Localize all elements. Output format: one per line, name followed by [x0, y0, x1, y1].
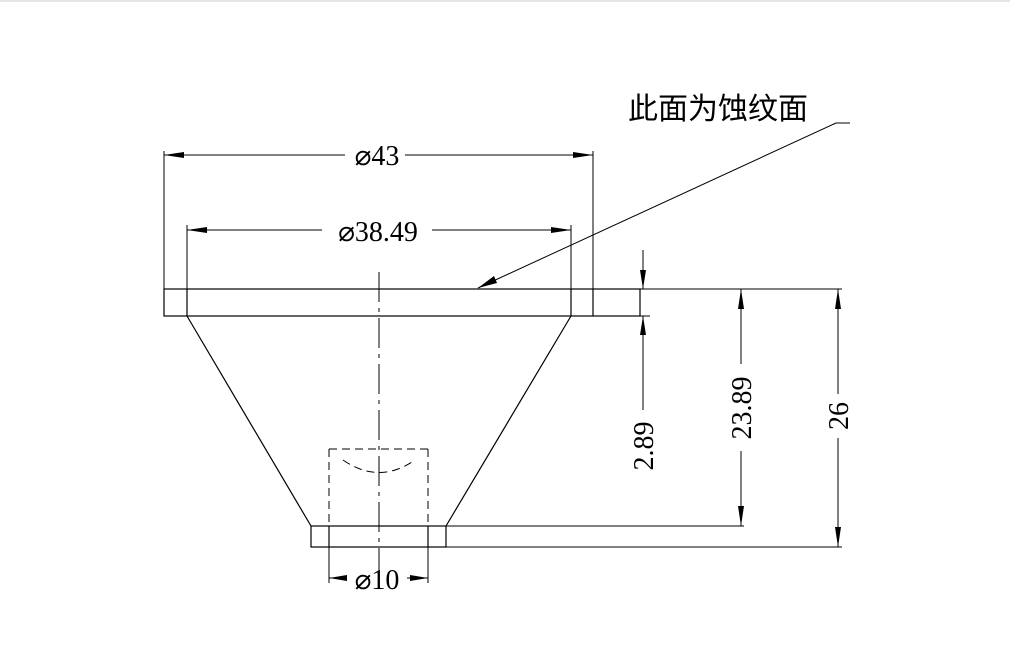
surface-note-text: 此面为蚀纹面: [628, 92, 808, 127]
surface-note-leader: 此面为蚀纹面: [477, 92, 850, 289]
inner-diameter-label: ⌀38.49: [338, 217, 418, 248]
cone-height-dimension: 23.89: [446, 289, 758, 527]
total-height-dimension: 26: [446, 288, 855, 548]
hidden-pocket: [328, 448, 429, 526]
window-top-edge: [0, 0, 1010, 2]
bottom-diameter-label: ⌀10: [355, 565, 400, 596]
top-flange: [163, 288, 641, 317]
cone-right-side: [445, 315, 572, 527]
flange-thickness-dimension: 2.89: [629, 250, 660, 471]
total-height-label: 26: [824, 402, 855, 430]
cone-height-label: 23.89: [727, 377, 758, 440]
inner-diameter-dimension: ⌀38.49: [186, 217, 572, 289]
bottom-diameter-dimension: ⌀10: [328, 547, 429, 596]
cone-left-side: [186, 315, 312, 527]
outer-diameter-label: ⌀43: [355, 141, 400, 172]
outer-diameter-dimension: ⌀43: [163, 141, 594, 289]
flange-thickness-label: 2.89: [629, 422, 660, 471]
